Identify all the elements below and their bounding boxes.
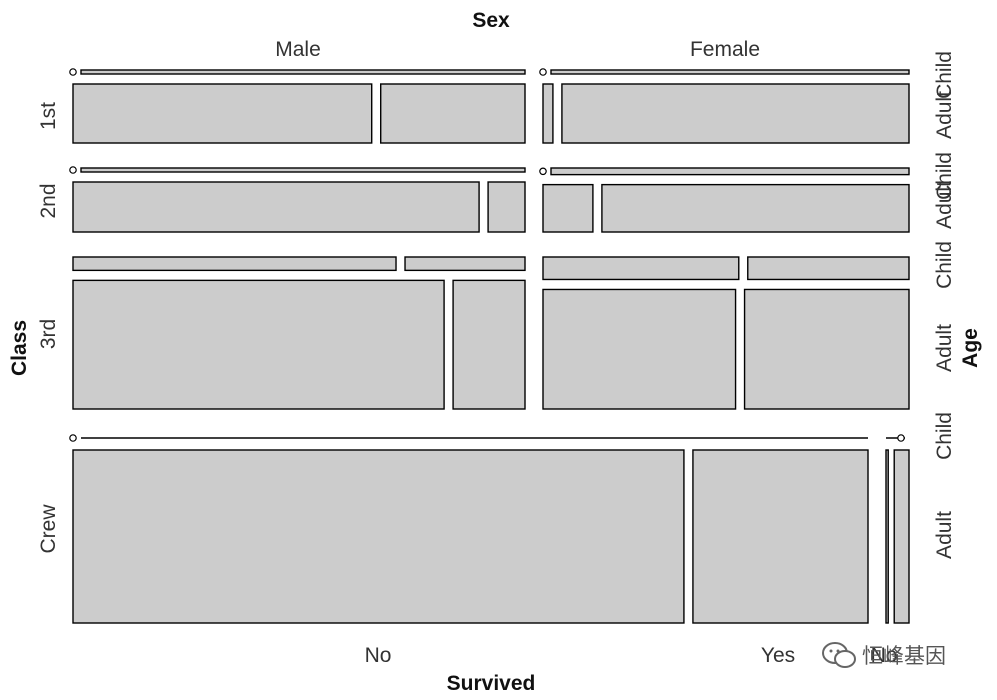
cell-1st-female-child-yes	[550, 69, 910, 75]
cell-crew-male-adult-yes	[692, 449, 869, 624]
cell-1st-male-adult-no	[72, 83, 373, 144]
cell-3rd-male-adult-yes	[452, 279, 526, 410]
right-age-label-child-0: Child	[933, 51, 956, 99]
cell-crew-male-adult-no	[72, 449, 685, 624]
cell-2nd-female-adult-no	[542, 183, 594, 233]
bottom-level-label-no: No	[871, 644, 898, 667]
cell-1st-male-adult-yes	[380, 83, 526, 144]
top-level-label-female: Female	[690, 38, 760, 61]
bottom-level-label-no: No	[365, 644, 392, 667]
right-age-label-adult-3: Adult	[933, 181, 956, 229]
zero-marker-1st-female-child-no	[539, 68, 547, 76]
left-axis-title: Class	[8, 320, 31, 376]
cell-3rd-male-adult-no	[72, 279, 445, 410]
left-level-label-crew: Crew	[37, 504, 60, 554]
cell-2nd-female-adult-yes	[601, 183, 910, 233]
cell-1st-male-child-yes	[80, 69, 526, 75]
zero-marker-2nd-female-child-no	[539, 167, 547, 176]
cell-3rd-female-adult-no	[542, 288, 737, 410]
cell-3rd-female-adult-yes	[743, 288, 910, 410]
right-age-label-adult-1: Adult	[933, 91, 956, 139]
right-age-label-child-6: Child	[933, 412, 956, 460]
left-level-label-3rd: 3rd	[37, 319, 60, 349]
zero-marker-2nd-male-child-no	[69, 166, 77, 174]
cell-1st-female-adult-yes	[561, 83, 910, 144]
cell-3rd-male-child-yes	[404, 256, 526, 272]
cell-2nd-female-child-yes	[550, 167, 910, 176]
zero-marker-crew-female-child	[897, 434, 905, 442]
mosaic-cells	[69, 68, 910, 624]
left-level-label-2nd: 2nd	[37, 183, 60, 218]
watermark: 恒峰基因	[820, 640, 946, 670]
bottom-level-label-yes: Yes	[761, 644, 795, 667]
watermark-text: 恒峰基因	[862, 645, 946, 668]
left-level-label-1st: 1st	[37, 102, 60, 130]
cell-1st-female-adult-no	[542, 83, 554, 144]
top-axis-title: Sex	[472, 9, 510, 32]
cell-2nd-male-adult-yes	[487, 181, 526, 233]
right-age-label-adult-5: Adult	[933, 324, 956, 372]
cell-3rd-male-child-no	[72, 256, 397, 272]
zero-marker-Crew-Male-child	[69, 434, 77, 442]
cell-2nd-male-adult-no	[72, 181, 480, 233]
cell-2nd-male-child-yes	[80, 167, 526, 173]
right-age-label-adult-7: Adult	[933, 511, 956, 559]
cell-crew-female-adult-yes	[893, 449, 910, 624]
top-level-label-male: Male	[275, 38, 321, 61]
right-age-label-child-4: Child	[933, 241, 956, 289]
cell-3rd-female-child-no	[542, 256, 740, 281]
cell-crew-female-adult-no	[885, 449, 889, 624]
cell-3rd-female-child-yes	[747, 256, 910, 281]
right-axis-title: Age	[959, 328, 982, 368]
zero-marker-1st-male-child-no	[69, 68, 77, 76]
wechat-logo-icon	[822, 642, 856, 668]
right-age-label-child-2: Child	[933, 152, 956, 200]
bottom-axis-title: Survived	[447, 672, 536, 695]
